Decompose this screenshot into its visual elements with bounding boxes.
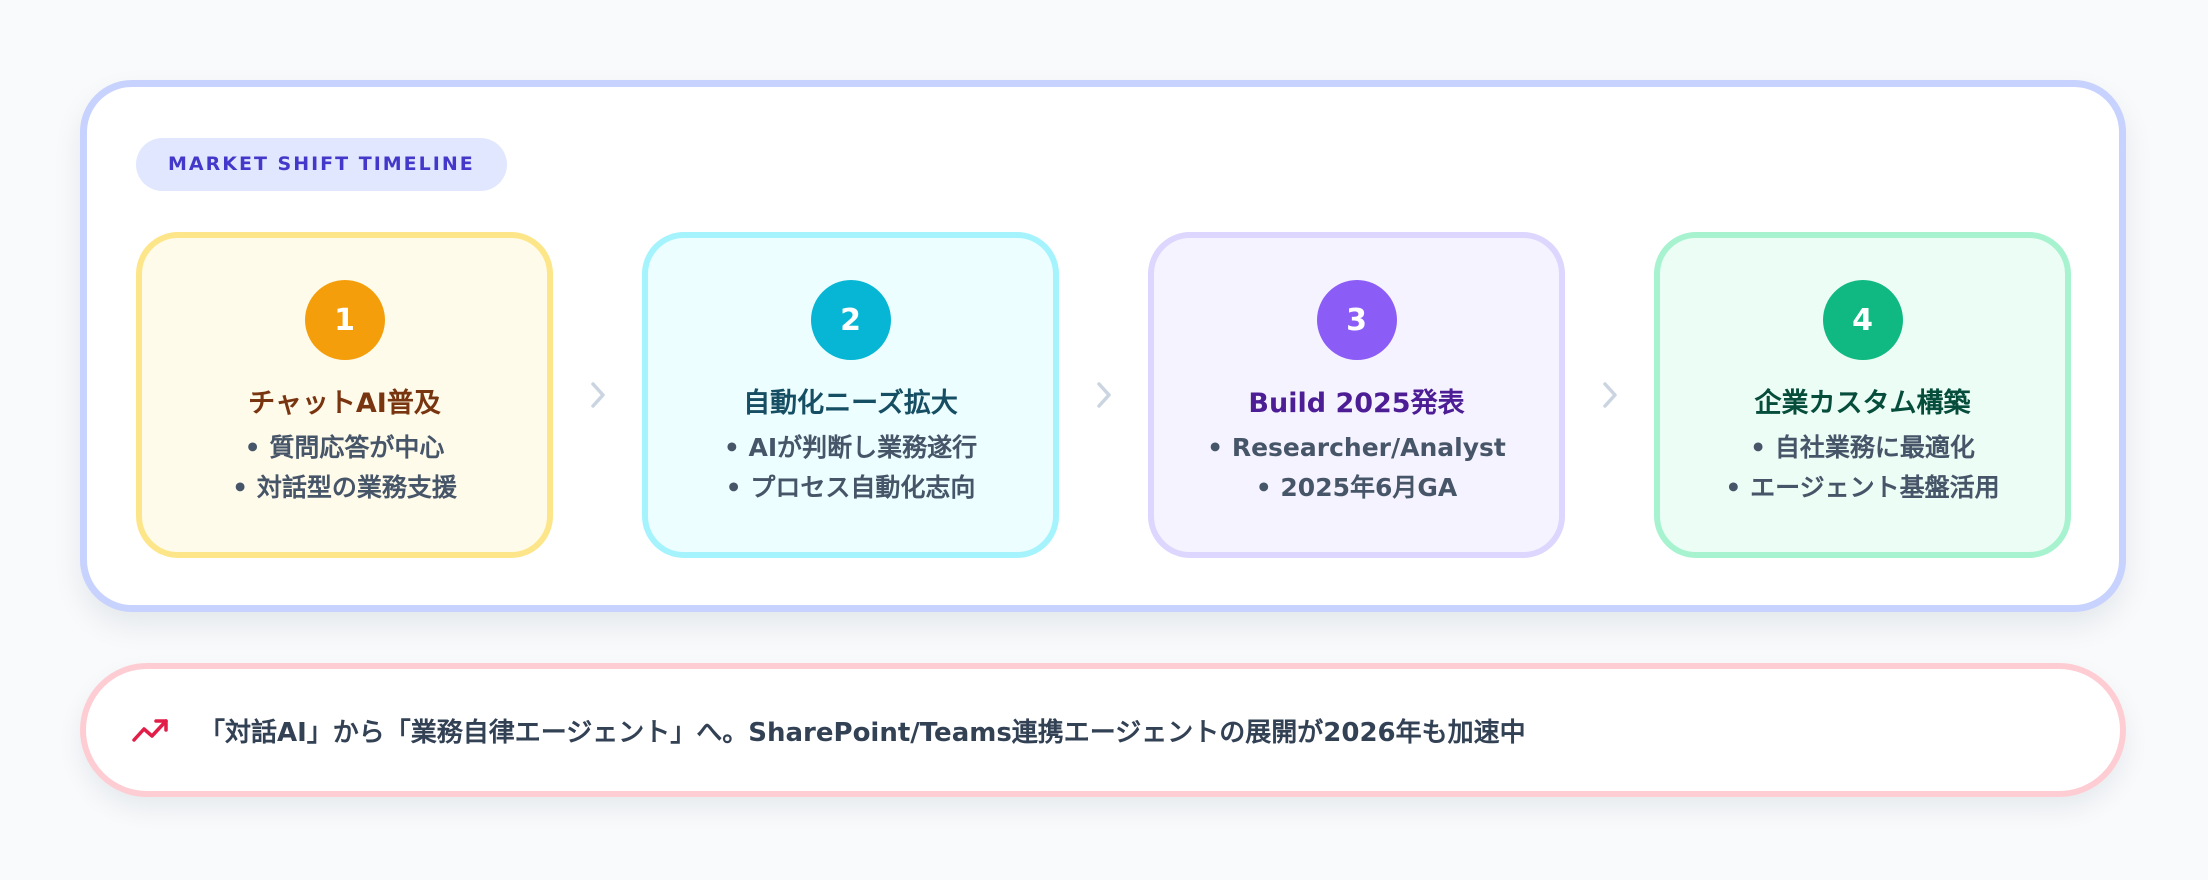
step-title: チャットAI普及 [248,388,441,419]
chevron-right-icon [1598,375,1622,415]
summary-banner: 「対話AI」から「業務自律エージェント」へ。SharePoint/Teams連携… [80,663,2126,797]
step-bullet: • AIが判断し業務遂行 [723,433,978,462]
step-bullet: • Researcher/Analyst [1207,433,1506,462]
step-card-2: 2 自動化ニーズ拡大 • AIが判断し業務遂行 • プロセス自動化志向 [642,232,1059,558]
step-bullets: • Researcher/Analyst • 2025年6月GA [1207,428,1506,508]
timeline-card: MARKET SHIFT TIMELINE 1 チャットAI普及 • 質問応答が… [80,80,2126,612]
step-bullet: • エージェント基盤活用 [1725,473,2000,502]
step-card-4: 4 企業カスタム構築 • 自社業務に最適化 • エージェント基盤活用 [1654,232,2071,558]
step-bullet: • 2025年6月GA [1255,473,1458,502]
step-bullet: • 自社業務に最適化 [1750,433,1975,462]
step-number-badge: 3 [1316,280,1397,360]
step-bullet: • 質問応答が中心 [244,433,445,462]
step-bullets: • 質問応答が中心 • 対話型の業務支援 [232,428,457,508]
step-bullets: • AIが判断し業務遂行 • プロセス自動化志向 [724,428,977,508]
step-number-badge: 4 [1822,280,1903,360]
chevron-right-icon [1092,375,1116,415]
step-number-badge: 1 [304,280,385,360]
summary-text: 「対話AI」から「業務自律エージェント」へ。SharePoint/Teams連携… [199,717,1526,748]
step-bullets: • 自社業務に最適化 • エージェント基盤活用 [1725,428,1999,508]
step-bullet: • プロセス自動化志向 [725,473,976,502]
timeline-steps: 1 チャットAI普及 • 質問応答が中心 • 対話型の業務支援 2 自動化ニーズ… [136,232,2071,558]
step-number-badge: 2 [810,280,891,360]
trending-up-icon [131,716,171,744]
timeline-badge: MARKET SHIFT TIMELINE [136,138,507,191]
step-card-3: 3 Build 2025発表 • Researcher/Analyst • 20… [1148,232,1565,558]
chevron-right-icon [586,375,610,415]
step-title: 自動化ニーズ拡大 [743,388,958,419]
step-card-1: 1 チャットAI普及 • 質問応答が中心 • 対話型の業務支援 [136,232,553,558]
step-bullet: • 対話型の業務支援 [232,473,457,502]
step-title: 企業カスタム構築 [1754,388,1971,419]
step-title: Build 2025発表 [1248,388,1465,419]
